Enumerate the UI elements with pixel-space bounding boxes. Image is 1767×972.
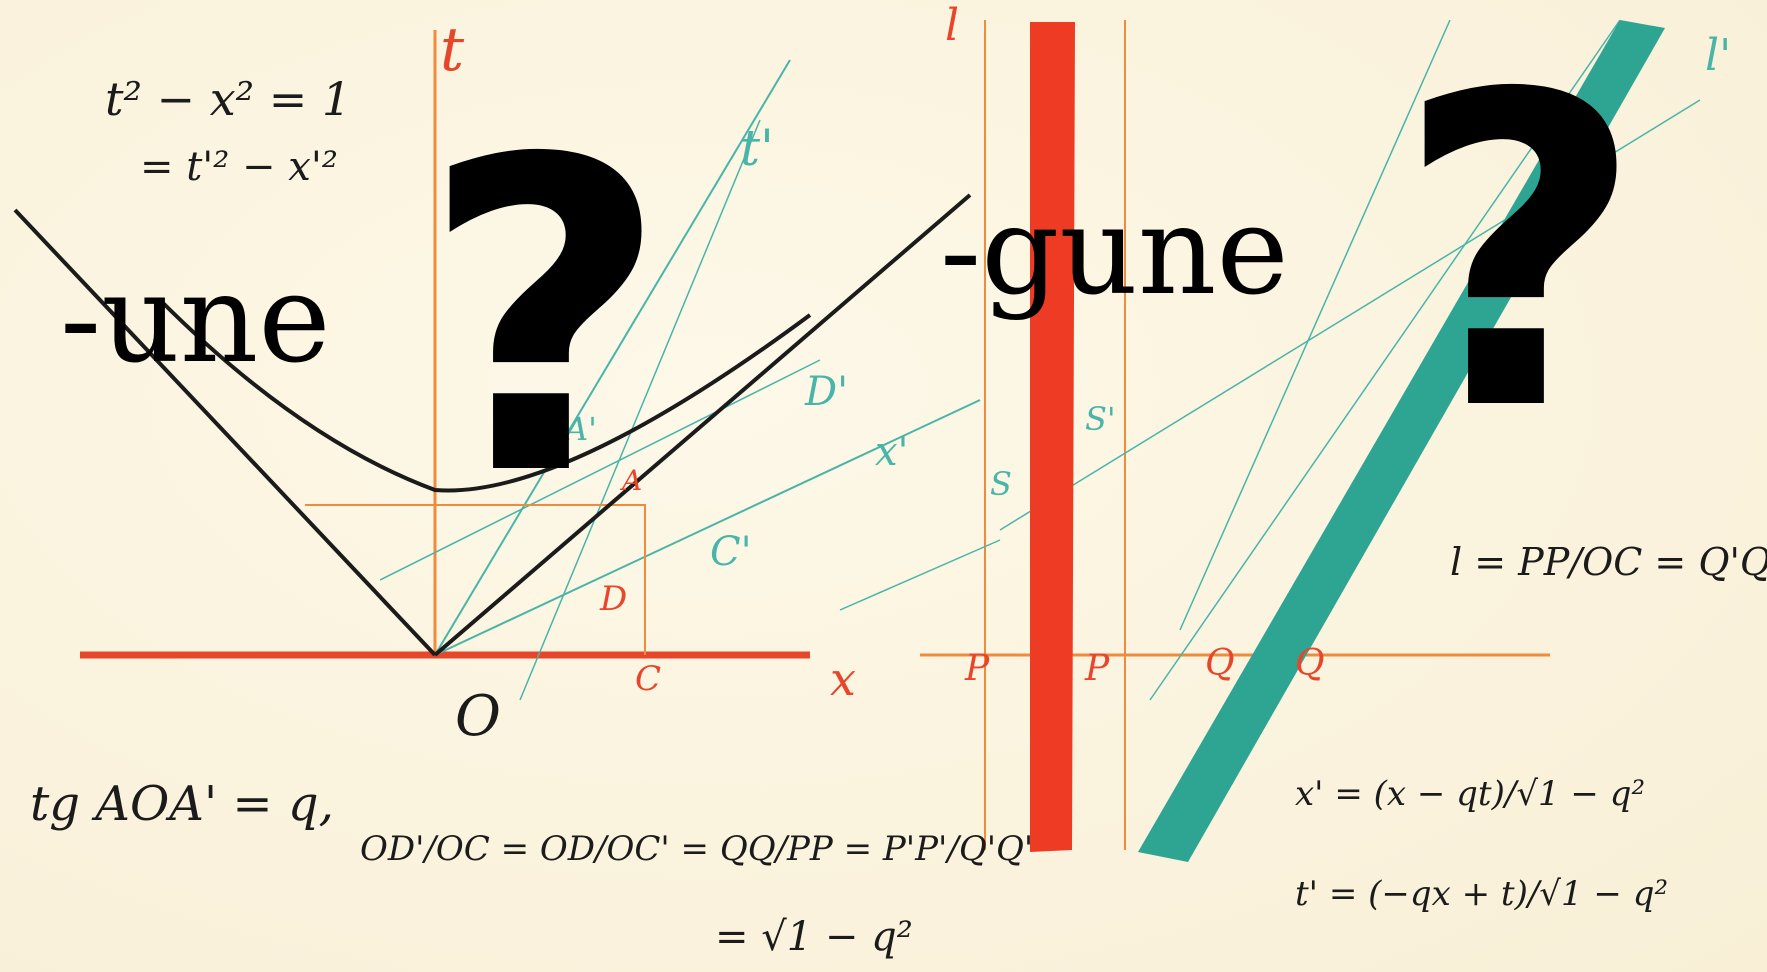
lorentz-t-equation: t' = (−qx + t)/√1 − q²	[1295, 874, 1668, 914]
point-p2-label: P	[1084, 648, 1110, 689]
red-rod	[1030, 22, 1075, 852]
point-l-label: l	[945, 0, 959, 51]
light-cone-left	[13, 208, 437, 657]
sqrt-equation: = √1 − q²	[715, 914, 913, 960]
tangent-equation: tg AOA' = q,	[30, 776, 334, 832]
teal-rod	[1138, 20, 1665, 862]
hyperbola-equation-1: t² − x² = 1	[105, 72, 351, 126]
teal-line-h	[1179, 19, 1451, 631]
left-suffix-text: -une	[60, 248, 331, 390]
point-q2-label: Q	[1295, 643, 1325, 684]
point-d-prime-label: D'	[804, 369, 848, 415]
teal-line-d	[519, 119, 761, 701]
x-axis-label: x	[830, 652, 856, 706]
teal-line-e	[839, 539, 1001, 611]
point-a-prime-label: A'	[562, 410, 597, 448]
point-p-label: P	[964, 648, 990, 689]
teal-line-f	[999, 99, 1701, 531]
teal-line-g	[1149, 19, 1621, 701]
point-l-prime-label: l'	[1705, 30, 1731, 81]
t-prime-axis-line	[434, 59, 791, 656]
point-a-label: A	[619, 464, 642, 497]
right-suffix-text: -gune	[940, 180, 1289, 322]
ratio-equation: OD'/OC = OD/OC' = QQ/PP = P'P'/Q'Q'	[360, 829, 1033, 869]
t-axis-label: t	[440, 15, 465, 85]
t-prime-label: t'	[740, 119, 774, 177]
teal-line-c	[379, 359, 821, 581]
point-c-prime-label: C'	[710, 529, 752, 575]
x-prime-label: x'	[875, 429, 909, 475]
point-s-label: S	[990, 465, 1012, 503]
light-cone-right	[433, 193, 972, 657]
point-q-label: Q	[1205, 643, 1235, 684]
l-equation: l = PP/OC = Q'Q'/OC'	[1450, 540, 1767, 584]
hyperbola-curve	[158, 298, 812, 493]
point-d-label: D	[599, 579, 627, 619]
right-question-mark: ?	[1395, 5, 1645, 505]
origin-label: O	[455, 684, 501, 749]
point-s-prime-label: S'	[1085, 400, 1116, 438]
left-question-mark: ?	[420, 70, 670, 570]
construction-lines	[305, 504, 646, 655]
hyperbola-equation-2: = t'² − x'²	[140, 144, 338, 190]
point-c-label: C	[635, 659, 661, 699]
lorentz-x-equation: x' = (x − qt)/√1 − q²	[1295, 774, 1645, 814]
x-prime-axis-line	[434, 399, 981, 656]
